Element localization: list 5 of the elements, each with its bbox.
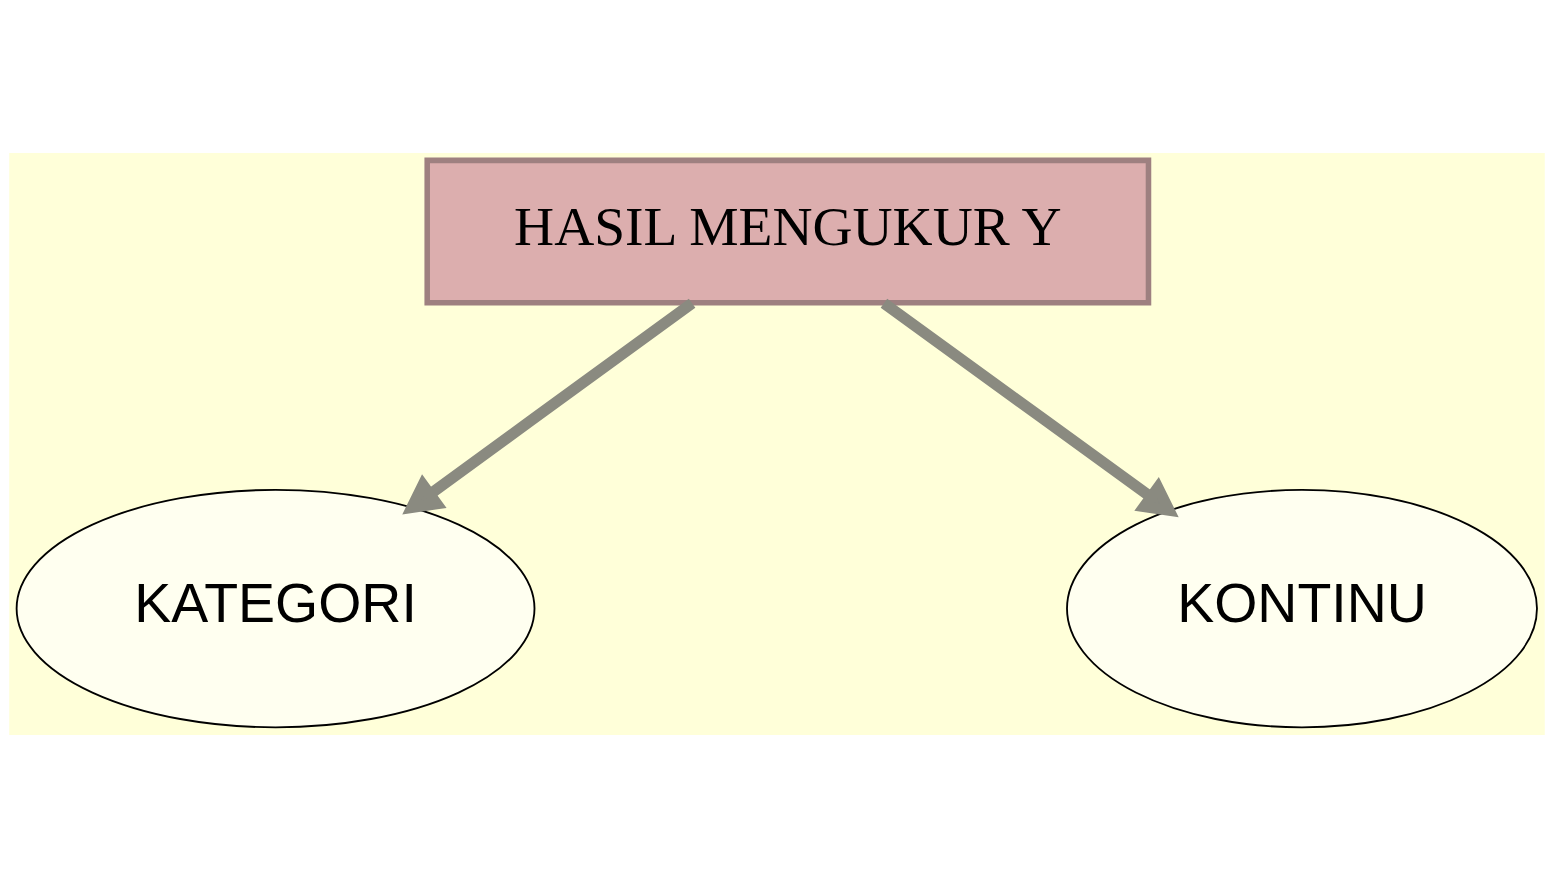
- node-ellipse: KATEGORI: [15, 488, 536, 729]
- arrow: [880, 298, 1179, 518]
- arrow: [402, 298, 696, 515]
- node-box: HASIL MENGUKUR Y: [424, 157, 1152, 306]
- node-ellipse: KONTINU: [1066, 488, 1538, 729]
